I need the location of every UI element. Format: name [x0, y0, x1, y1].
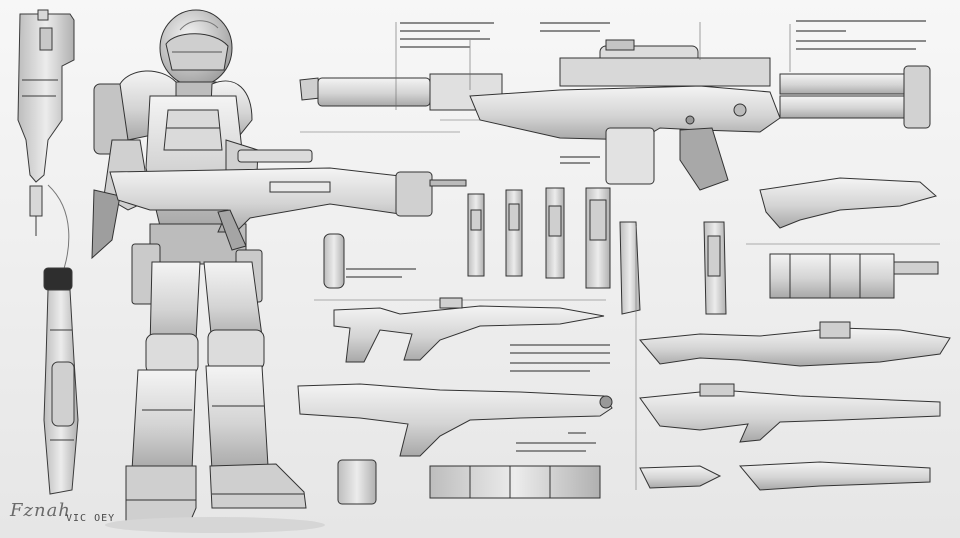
part-capsule	[323, 233, 345, 289]
annotation-lines-top	[300, 22, 791, 133]
right-rifle-1	[759, 177, 938, 229]
mid-rifle	[314, 297, 606, 363]
right-shin	[205, 365, 269, 471]
vertical-part-bottom-left	[43, 267, 79, 495]
component-parts-row	[323, 187, 727, 315]
main-rifle-magazine	[605, 127, 655, 185]
main-rifle-profile	[299, 39, 931, 191]
right-rifle-5	[639, 461, 931, 491]
armored-soldier	[91, 9, 325, 533]
right-rifle-2	[769, 253, 939, 299]
artist-signature: Fznah	[10, 500, 71, 521]
part-block	[337, 459, 377, 505]
sheet-code-label: VIC OEY	[66, 513, 116, 524]
mid-right-spec-lines	[510, 344, 610, 372]
part-barrel-shroud	[429, 465, 601, 499]
main-rifle-grip	[679, 127, 729, 191]
annotation-text-blocks-top	[400, 20, 926, 164]
right-knee-pad	[207, 329, 265, 371]
part-barrel-segment	[585, 187, 611, 289]
left-knee-pad	[145, 333, 199, 375]
annotation-text-mid	[346, 268, 416, 278]
left-boot	[125, 465, 197, 523]
right-rifle-3	[639, 321, 951, 367]
bottom-parts	[337, 459, 601, 505]
part-side-panel-2	[703, 221, 727, 315]
right-rifle-4	[639, 383, 941, 443]
part-side-panel-1	[619, 221, 641, 315]
lower-rifle	[297, 383, 613, 457]
part-cartridge-1	[467, 193, 485, 277]
right-boot	[209, 463, 307, 509]
left-shin	[131, 369, 197, 471]
held-rifle	[109, 149, 467, 251]
part-cartridge-2	[505, 189, 523, 277]
lower-spec-lines	[516, 432, 596, 452]
vertical-part-top-left	[17, 9, 75, 281]
part-cartridge-3	[545, 187, 565, 279]
